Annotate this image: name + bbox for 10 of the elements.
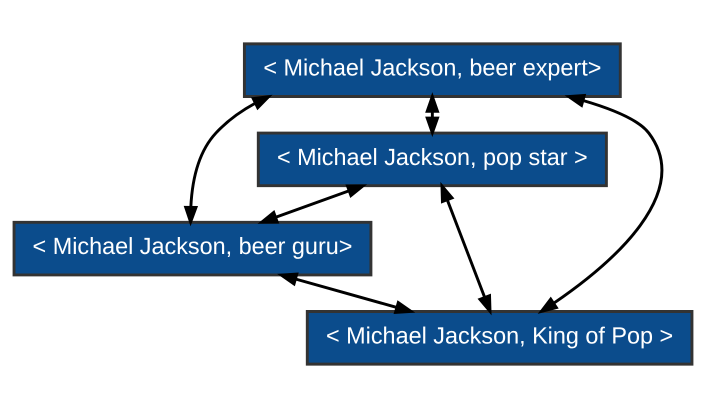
arrow (538, 94, 663, 314)
node-box: < Michael Jackson, beer guru> (12, 220, 372, 276)
node-box: < Michael Jackson, pop star > (256, 132, 608, 188)
node-box: < Michael Jackson, beer expert> (242, 42, 622, 98)
arrow (258, 184, 368, 224)
arrow (184, 94, 273, 226)
node-box: < Michael Jackson, King of Pop > (306, 310, 694, 366)
arrow (277, 272, 416, 314)
arrow (425, 92, 440, 138)
arrow (440, 182, 492, 316)
